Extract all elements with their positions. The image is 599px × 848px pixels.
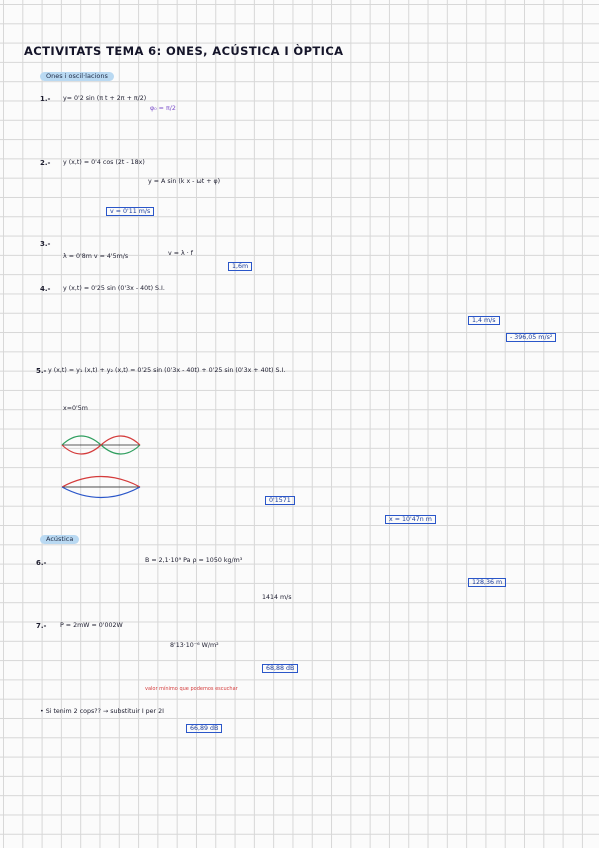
- p5-ans3: x = 10'47n m: [385, 515, 436, 525]
- p2-num: 2.-: [40, 159, 51, 167]
- p4-ans2: - 396,05 m/s²: [506, 333, 557, 343]
- page-title: ACTIVITATS TEMA 6: ONES, ACÚSTICA I ÒPTI…: [24, 44, 344, 58]
- p6-num: 6.-: [36, 559, 47, 567]
- p3-num: 3.-: [40, 240, 51, 248]
- p7-ans2: 68,88 dB: [262, 664, 299, 674]
- p1-eq: y= 0'2 sin (π t + 2π + π/2): [63, 95, 147, 102]
- p8-head: • Si tenim 2 cops?? → substituir I per 2…: [40, 708, 164, 715]
- p3-ans: 1,6m: [228, 262, 253, 272]
- p2-ans: v = 0'11 m/s: [106, 207, 155, 217]
- p4-eq: y (x,t) = 0'25 sin (0'3x - 40t) S.I.: [63, 285, 165, 292]
- p1-ans: φ₀ = π/2: [150, 105, 176, 112]
- p5-eq: y (x,t) = y₁ (x,t) + y₂ (x,t) = 0'25 sin…: [48, 367, 286, 374]
- p6-ans1: 1414 m/s: [262, 594, 292, 601]
- p4-ans1: 1,4 m/s: [468, 316, 500, 326]
- p3-eq: v = λ · f: [168, 250, 193, 257]
- wave-sum-diagram: [61, 435, 141, 455]
- p2-eq2: y = A sin (k x - ωt + φ): [148, 178, 221, 185]
- p5-num: 5.-: [36, 367, 47, 375]
- p5-ans2: 0'1571: [265, 496, 295, 506]
- section-ones: Ones i oscil·lacions: [40, 72, 114, 82]
- p8-ans: 66,89 dB: [186, 724, 223, 734]
- p6-ans2: 128,36 m: [468, 578, 507, 588]
- p7-given: P = 2mW = 0'002W: [60, 622, 123, 629]
- p7-ans1: 8'13·10⁻⁶ W/m²: [170, 642, 219, 649]
- section-acustica: Acústica: [40, 535, 80, 545]
- p7-note: valor mínimo que podemos escuchar: [145, 686, 238, 692]
- p3-given: λ = 0'8m v = 4'5m/s: [63, 253, 129, 260]
- p7-num: 7.-: [36, 622, 47, 630]
- wave-standing-diagram: [61, 475, 141, 499]
- p5-ans1: x=0'5m: [63, 405, 88, 412]
- p6-given: B = 2,1·10⁹ Pa ρ = 1050 kg/m³: [145, 557, 243, 564]
- p4-num: 4.-: [40, 285, 51, 293]
- p2-eq: y (x,t) = 0'4 cos (2t - 18x): [63, 159, 145, 166]
- p1-num: 1.-: [40, 95, 51, 103]
